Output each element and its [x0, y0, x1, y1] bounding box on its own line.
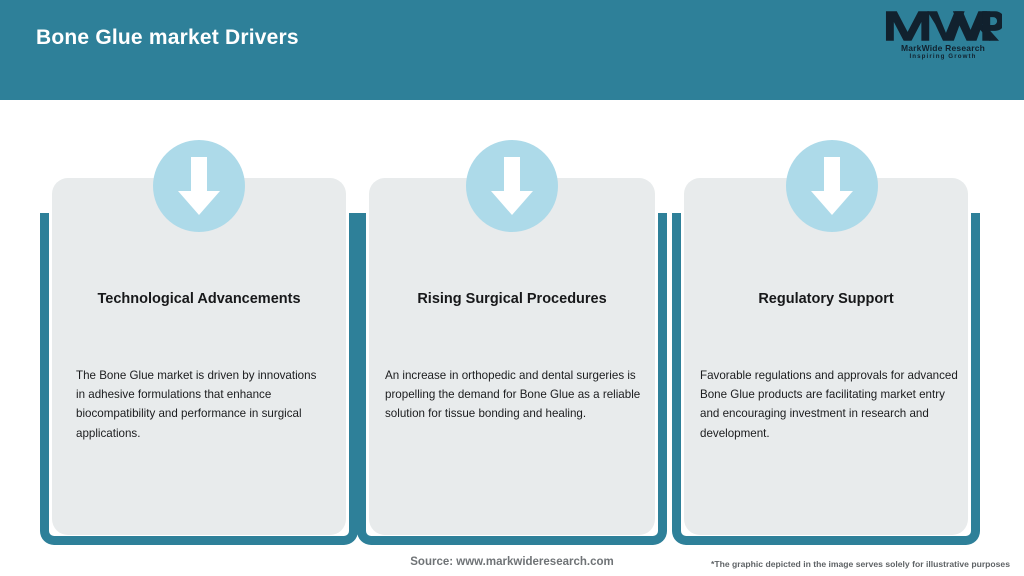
card-body-3: Favorable regulations and approvals for … [700, 369, 958, 440]
mwr-logo-icon [885, 11, 1002, 41]
card-surface-2: Rising Surgical Procedures An increase i… [369, 178, 655, 535]
drivers-card-group: Technological Advancements The Bone Glue… [0, 140, 1024, 550]
arrow-down-icon-1 [153, 140, 245, 232]
logo-tagline: Inspiring Growth [909, 53, 977, 60]
logo-company-name: MarkWide Research [900, 43, 986, 53]
card-title-3: Regulatory Support [758, 291, 894, 307]
card-surface-3: Regulatory Support Favorable regulations… [684, 178, 968, 535]
card-body-1: The Bone Glue market is driven by innova… [76, 369, 317, 440]
arrow-down-glyph-2 [491, 157, 533, 215]
card-frame-1 [40, 213, 358, 545]
card-title-1: Technological Advancements [97, 291, 301, 307]
page-title: Bone Glue market Drivers [36, 26, 299, 49]
header-bar: Bone Glue market Drivers MarkWide Resear… [0, 0, 1024, 100]
card-frame-3 [672, 213, 980, 545]
card-title-2: Rising Surgical Procedures [417, 291, 607, 307]
card-frame-2 [357, 213, 667, 545]
driver-card-2[interactable]: Rising Surgical Procedures An increase i… [357, 140, 667, 545]
arrow-down-icon-3 [786, 140, 878, 232]
arrow-down-glyph-3 [811, 157, 853, 215]
company-logo: MarkWide Research Inspiring Growth [884, 8, 1002, 66]
driver-card-3[interactable]: Regulatory Support Favorable regulations… [672, 140, 980, 545]
arrow-down-icon-2 [466, 140, 558, 232]
footer-disclaimer: *The graphic depicted in the image serve… [711, 559, 1010, 569]
driver-card-1[interactable]: Technological Advancements The Bone Glue… [40, 140, 358, 545]
card-surface-1: Technological Advancements The Bone Glue… [52, 178, 346, 535]
arrow-down-glyph-1 [178, 157, 220, 215]
card-body-2: An increase in orthopedic and dental sur… [385, 369, 641, 421]
footer-source: Source: www.markwideresearch.com [410, 556, 614, 568]
